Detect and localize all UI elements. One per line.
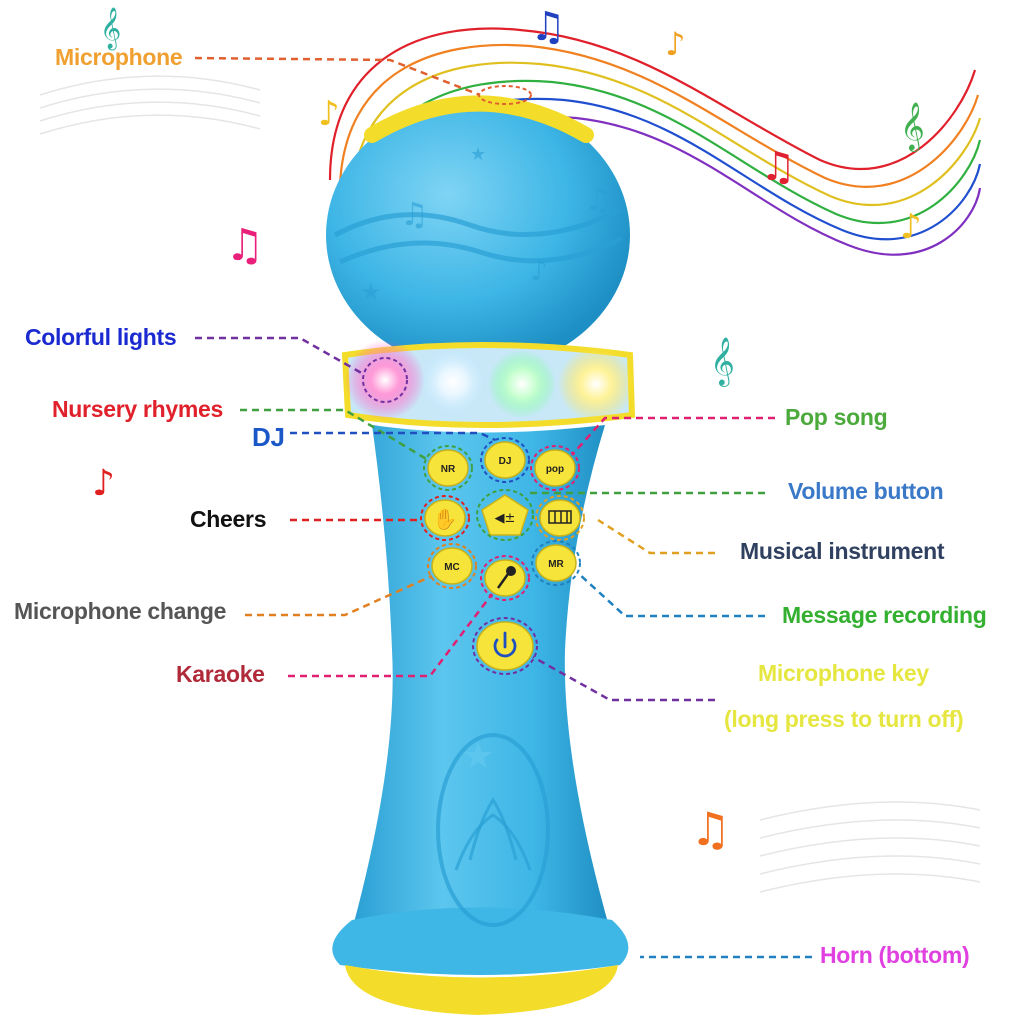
nursery-rhymes-button[interactable]: NR: [427, 449, 469, 487]
svg-text:♪: ♪: [318, 94, 340, 134]
piano-icon: [548, 510, 572, 524]
star-icon: ★: [462, 736, 494, 777]
svg-text:♫: ♫: [530, 4, 566, 50]
label-cheers: Cheers: [190, 506, 267, 532]
label-message-recording: Message recording: [782, 602, 987, 628]
background-staff-bottom-right: [759, 801, 981, 893]
label-microphone-change: Microphone change: [14, 598, 227, 624]
label-colorful-lights: Colorful lights: [25, 324, 177, 350]
pop-song-button[interactable]: pop: [534, 449, 576, 487]
svg-text:♫: ♫: [585, 183, 612, 218]
button-panel: NR DJ pop ✋ ◀± MC: [424, 441, 581, 671]
microphone-head: ♫ ♪ ♫ ★ ★: [326, 95, 630, 370]
svg-text:♪: ♪: [900, 207, 922, 247]
svg-text:♪: ♪: [92, 463, 115, 504]
svg-text:★: ★: [470, 144, 486, 165]
label-pop-song: Pop song: [785, 404, 888, 430]
svg-text:★: ★: [360, 278, 382, 306]
dj-button[interactable]: DJ: [484, 441, 526, 479]
label-nursery-rhymes: Nursery rhymes: [52, 396, 223, 422]
message-recording-button[interactable]: MR: [535, 544, 577, 582]
label-microphone-key: Microphone key: [758, 660, 929, 686]
microphone-change-button-label: MC: [444, 562, 460, 573]
label-horn: Horn (bottom): [820, 942, 970, 968]
svg-text:𝄞: 𝄞: [900, 101, 925, 152]
musical-instrument-button[interactable]: [539, 499, 581, 537]
svg-text:♫: ♫: [760, 144, 796, 190]
svg-text:♫: ♫: [400, 195, 429, 233]
power-icon: [493, 631, 517, 658]
svg-text:♫: ♫: [225, 220, 264, 271]
power-button[interactable]: [476, 621, 534, 671]
svg-text:𝄞: 𝄞: [710, 336, 735, 387]
speaker-volume-icon: ◀±: [495, 511, 516, 526]
message-recording-button-label: MR: [548, 559, 564, 570]
nursery-rhymes-button-label: NR: [441, 464, 456, 475]
colorful-lights-band: [341, 340, 636, 428]
volume-button[interactable]: ◀±: [481, 494, 529, 536]
label-musical-instrument: Musical instrument: [740, 538, 945, 564]
svg-text:𝄞: 𝄞: [100, 7, 121, 50]
leader-lines: [194, 56, 812, 959]
microphone-icon: [496, 573, 510, 589]
svg-text:♫: ♫: [690, 802, 731, 856]
cheers-button[interactable]: ✋: [424, 499, 466, 537]
dj-button-label: DJ: [499, 456, 512, 467]
label-dj: DJ: [252, 422, 285, 452]
microphone-change-button[interactable]: MC: [431, 547, 473, 585]
karaoke-button[interactable]: [484, 559, 526, 597]
clapping-hands-icon: ✋: [433, 507, 458, 531]
pop-song-button-label: pop: [546, 464, 564, 475]
music-note-icon: 𝄞 ♫ ♪ ♪ 𝄞 ♫ ♪ ♫ 𝄞 ♪ ♫: [92, 4, 925, 856]
microphone-handle: ★: [332, 425, 629, 1015]
label-karaoke: Karaoke: [176, 661, 265, 687]
svg-text:♪: ♪: [665, 25, 685, 63]
background-staff-top-left: [39, 75, 261, 135]
label-microphone: Microphone: [55, 44, 183, 70]
label-volume-button: Volume button: [788, 478, 944, 504]
label-microphone-key-note: (long press to turn off): [724, 706, 964, 732]
svg-text:♪: ♪: [530, 254, 548, 287]
callout-highlights: [362, 85, 585, 675]
